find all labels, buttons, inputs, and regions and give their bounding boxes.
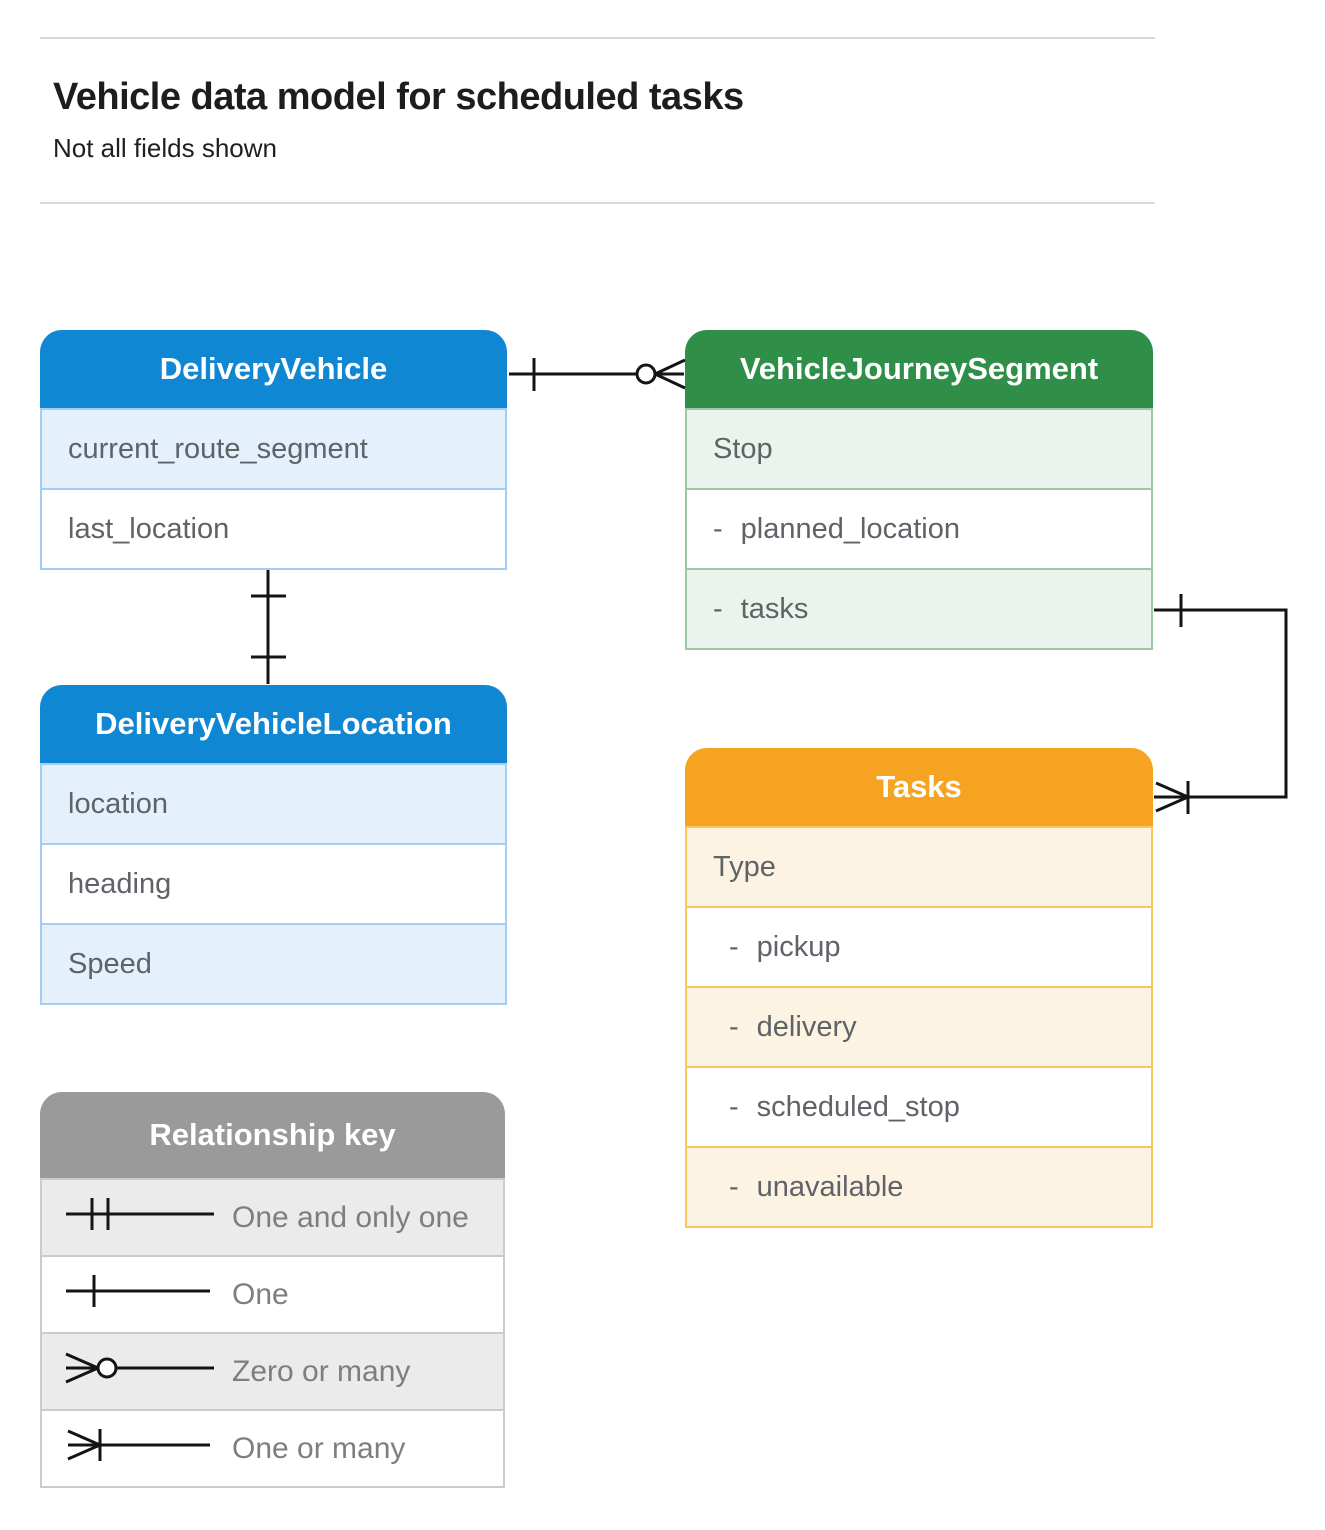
entity-title: VehicleJourneySegment (739, 351, 1099, 386)
entity-tasks: Tasks Type - pickup - delivery - schedul… (685, 748, 1153, 1228)
field-current-route-segment: current_route_segment (42, 408, 505, 488)
entity-vehicle-journey-segment: VehicleJourneySegment Stop - planned_loc… (685, 330, 1153, 650)
one-or-many-icon (62, 1423, 232, 1475)
relationship-key-title: Relationship key (149, 1117, 396, 1152)
page-title: Vehicle data model for scheduled tasks (53, 76, 744, 118)
field-label: heading (68, 867, 172, 900)
entity-delivery-vehicle-fields: current_route_segment last_location (40, 408, 507, 570)
field-last-location: last_location (42, 488, 505, 568)
entity-delivery-vehicle-location-fields: location heading Speed (40, 763, 507, 1005)
entity-vehicle-journey-segment-fields: Stop - planned_location - tasks (685, 408, 1153, 650)
legend-item-zero-or-many: Zero or many (42, 1332, 503, 1409)
legend-label: One (232, 1277, 289, 1311)
zero-or-many-icon (62, 1346, 232, 1398)
legend-label: Zero or many (232, 1354, 411, 1388)
field-stop: Stop (687, 408, 1151, 488)
field-dash: - (729, 1010, 739, 1043)
field-label: unavailable (756, 1170, 904, 1203)
field-delivery: - delivery (687, 986, 1151, 1066)
field-speed: Speed (42, 923, 505, 1003)
relationship-key-items: One and only one One (40, 1178, 505, 1488)
field-label: location (68, 787, 168, 820)
connector-vehiclejourneysegment-tasks (1154, 594, 1288, 814)
field-dash: - (729, 930, 739, 963)
field-dash: - (713, 512, 723, 545)
field-label: Stop (713, 432, 773, 465)
entity-title: DeliveryVehicleLocation (95, 706, 452, 741)
connector-deliveryvehicle-deliveryvehiclelocation (251, 570, 286, 684)
field-label: last_location (68, 512, 230, 545)
field-dash: - (729, 1170, 739, 1203)
field-label: scheduled_stop (756, 1090, 960, 1123)
field-label: pickup (756, 930, 841, 963)
entity-title: DeliveryVehicle (159, 351, 388, 386)
header-divider (40, 202, 1155, 204)
one-and-only-one-icon (62, 1192, 232, 1244)
field-pickup: - pickup (687, 906, 1151, 986)
field-unavailable: - unavailable (687, 1146, 1151, 1226)
field-tasks: - tasks (687, 568, 1151, 648)
page-subtitle: Not all fields shown (53, 133, 277, 163)
legend-item-one-or-many: One or many (42, 1409, 503, 1486)
field-heading: heading (42, 843, 505, 923)
entity-title: Tasks (876, 769, 962, 804)
entity-vehicle-journey-segment-header: VehicleJourneySegment (685, 330, 1153, 408)
relationship-key-header: Relationship key (40, 1092, 505, 1178)
entity-delivery-vehicle: DeliveryVehicle current_route_segment la… (40, 330, 507, 570)
entity-tasks-header: Tasks (685, 748, 1153, 826)
field-dash: - (713, 592, 723, 625)
entity-delivery-vehicle-location-header: DeliveryVehicleLocation (40, 685, 507, 763)
relationship-key: Relationship key One and only one (40, 1092, 505, 1488)
field-planned-location: - planned_location (687, 488, 1151, 568)
legend-item-one: One (42, 1255, 503, 1332)
entity-delivery-vehicle-location: DeliveryVehicleLocation location heading… (40, 685, 507, 1005)
field-label: current_route_segment (68, 432, 368, 465)
top-divider (40, 37, 1155, 39)
field-scheduled-stop: - scheduled_stop (687, 1066, 1151, 1146)
entity-tasks-fields: Type - pickup - delivery - scheduled_sto… (685, 826, 1153, 1228)
legend-item-one-and-only-one: One and only one (42, 1178, 503, 1255)
field-type: Type (687, 826, 1151, 906)
field-label: Speed (68, 947, 152, 980)
field-dash: - (729, 1090, 739, 1123)
field-label: delivery (756, 1010, 857, 1043)
legend-label: One or many (232, 1431, 406, 1465)
connector-deliveryvehicle-vehiclejourneysegment (509, 358, 686, 391)
legend-label: One and only one (232, 1200, 469, 1234)
entity-delivery-vehicle-header: DeliveryVehicle (40, 330, 507, 408)
field-location: location (42, 763, 505, 843)
field-label: tasks (740, 592, 809, 625)
one-icon (62, 1269, 232, 1321)
field-label: planned_location (740, 512, 960, 545)
field-label: Type (713, 850, 776, 883)
